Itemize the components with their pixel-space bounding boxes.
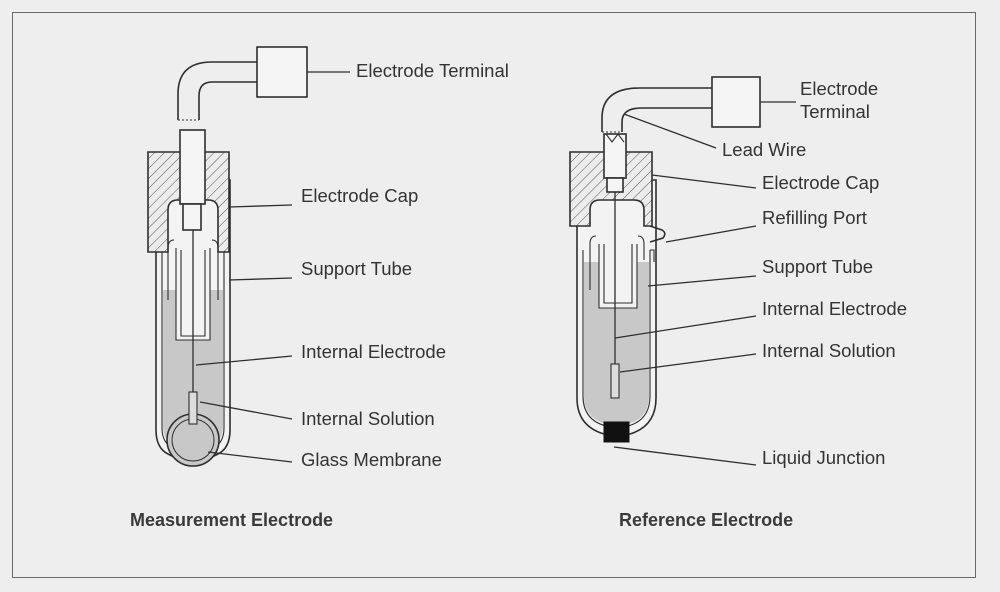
reference-label-liquid-junction: Liquid Junction [762, 447, 885, 468]
reference-refilling-port [649, 225, 666, 243]
measurement-caption: Measurement Electrode [130, 510, 333, 530]
measurement-cable [177, 61, 257, 120]
reference-terminal-box [711, 76, 761, 128]
measurement-label-cap: Electrode Cap [301, 185, 418, 206]
measurement-label-support-tube: Support Tube [301, 258, 412, 279]
reference-liquid-junction [603, 421, 630, 443]
reference-label-internal-electrode: Internal Electrode [762, 298, 907, 319]
reference-electrode: Electrode Terminal Lead Wire Electrode C… [569, 76, 907, 530]
measurement-electrode-cap [147, 151, 230, 253]
reference-label-internal-solution: Internal Solution [762, 340, 896, 361]
reference-internal-electrode-tip [610, 363, 620, 399]
reference-label-refilling-port: Refilling Port [762, 207, 867, 228]
measurement-label-internal-electrode: Internal Electrode [301, 341, 446, 362]
measurement-label-terminal: Electrode Terminal [356, 60, 509, 81]
reference-cable [601, 87, 712, 132]
measurement-electrode: Electrode Terminal Electrode Cap Support… [130, 46, 509, 530]
reference-label-terminal-line2: Terminal [800, 101, 870, 122]
measurement-label-glass-membrane: Glass Membrane [301, 449, 442, 470]
reference-label-support-tube: Support Tube [762, 256, 873, 277]
reference-label-terminal-line1: Electrode [800, 78, 878, 99]
measurement-internal-electrode-tip [188, 391, 198, 425]
reference-caption: Reference Electrode [619, 510, 793, 530]
reference-label-lead-wire: Lead Wire [722, 139, 806, 160]
reference-label-cap: Electrode Cap [762, 172, 879, 193]
measurement-label-internal-solution: Internal Solution [301, 408, 435, 429]
measurement-terminal-box [256, 46, 308, 98]
